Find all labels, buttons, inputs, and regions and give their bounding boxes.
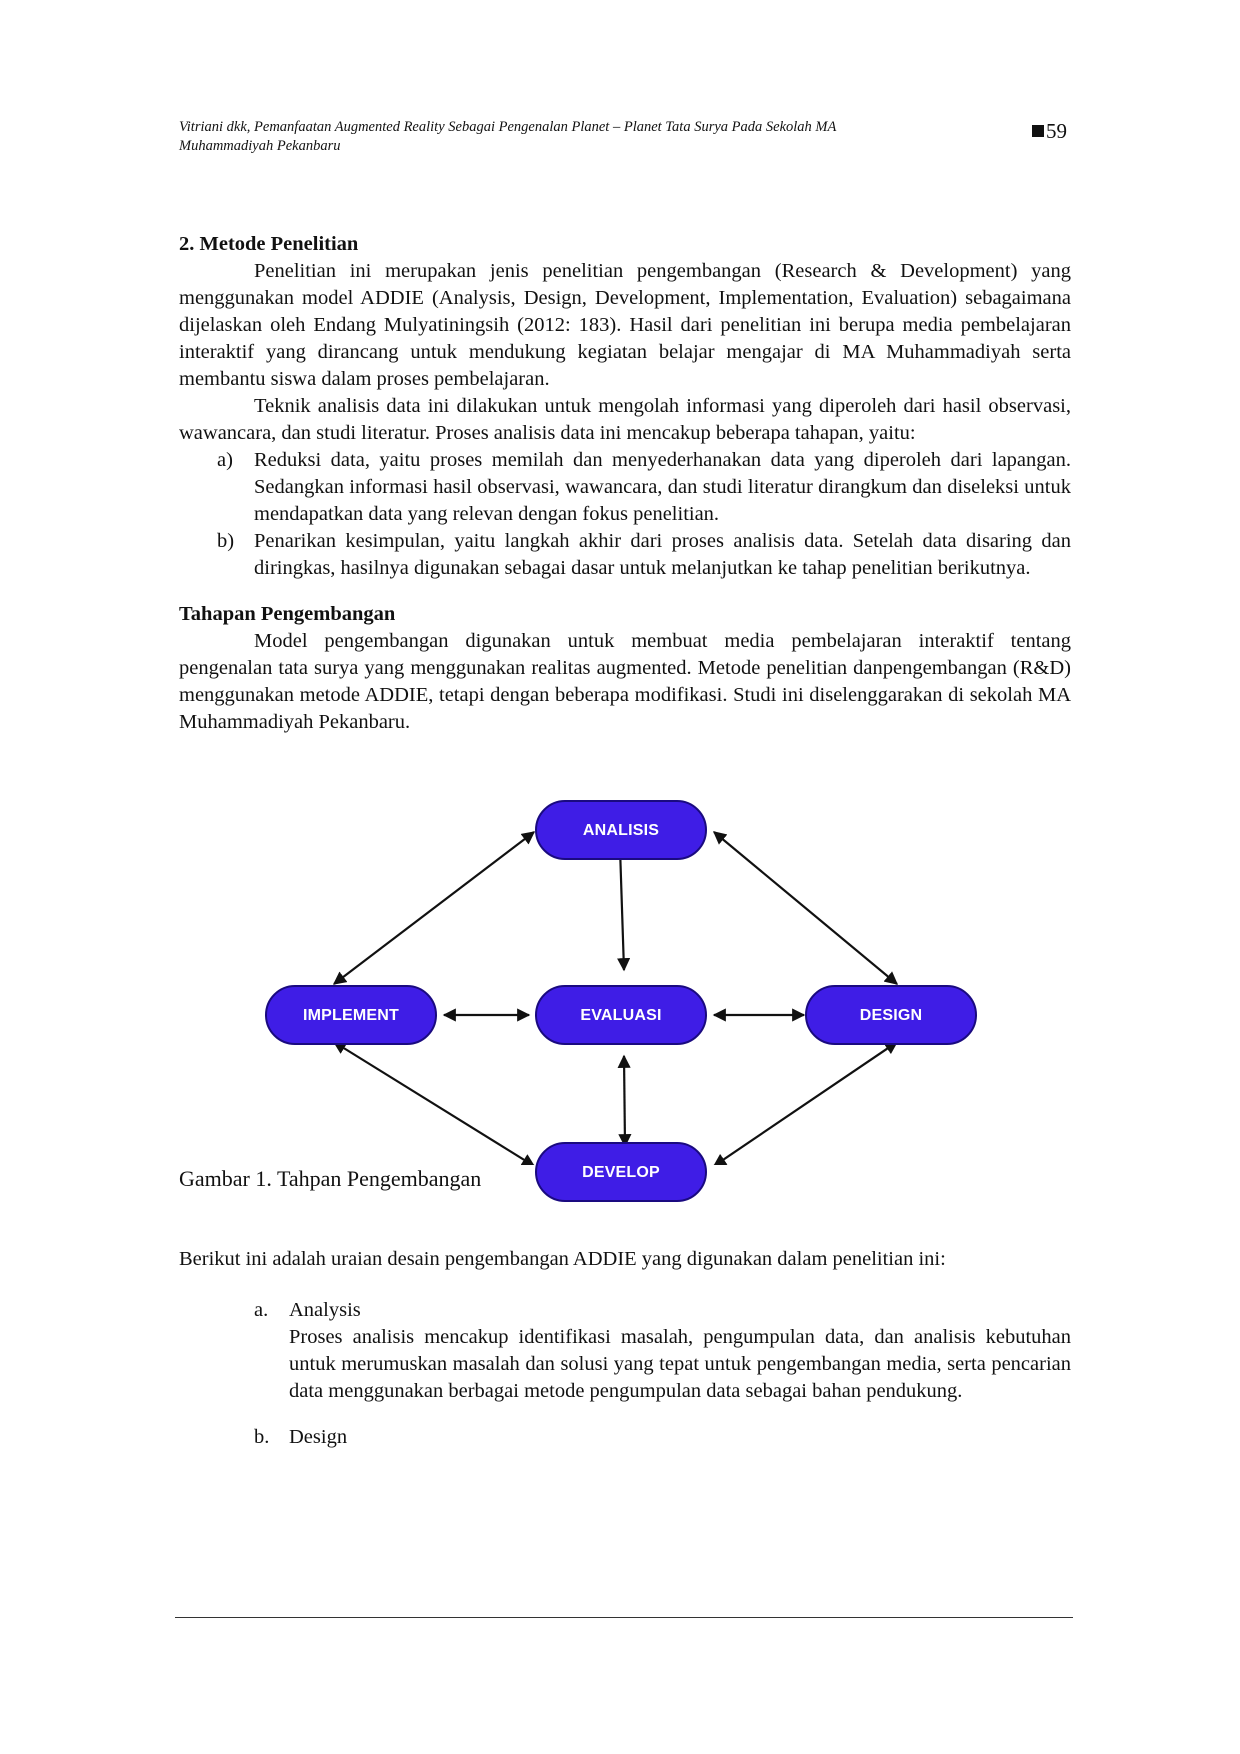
list-item-text: Proses analisis mencakup identifikasi ma… — [289, 1326, 1071, 1402]
running-header-citation: Vitriani dkk, Pemanfaatan Augmented Real… — [179, 118, 979, 156]
arrow-evaluasi-develop — [617, 1054, 632, 1148]
list-item-text: Reduksi data, yaitu proses memilah dan m… — [254, 449, 1071, 525]
node-analisis: ANALISIS — [535, 800, 707, 860]
citation-line-1: Vitriani dkk, Pemanfaatan Augmented Real… — [179, 119, 837, 135]
methods-paragraph-2: Teknik analisis data ini dilakukan untuk… — [179, 395, 1071, 444]
arrow-design-develop — [712, 1041, 899, 1165]
addie-diagram: ANALISIS IMPLEMENT EVALUASI DESIGN DEVEL… — [179, 760, 1071, 1202]
page-body: 2. Metode Penelitian Penelitian ini meru… — [179, 231, 1071, 1451]
square-bullet-icon — [1032, 125, 1044, 137]
diagram-arrows — [332, 831, 899, 1165]
analysis-steps-list: a) Reduksi data, yaitu proses memilah dan… — [179, 447, 1071, 582]
section-heading-methods: 2. Metode Penelitian — [179, 233, 359, 255]
list-marker: a. — [254, 1299, 269, 1321]
citation-line-2: Muhammadiyah Pekanbaru — [179, 138, 341, 154]
arrow-analisis-design — [712, 831, 899, 985]
methods-paragraph-1: Penelitian ini merupakan jenis penelitia… — [179, 260, 1071, 390]
section-heading-stages: Tahapan Pengembangan — [179, 603, 396, 625]
list-item-title: Design — [289, 1426, 348, 1448]
list-marker: a) — [217, 449, 233, 471]
arrow-analisis-evaluasi — [613, 846, 631, 972]
node-implement: IMPLEMENT — [265, 985, 437, 1045]
arrow-analisis-implement — [332, 831, 536, 985]
footer-rule — [175, 1617, 1073, 1618]
list-item-text: Penarikan kesimpulan, yaitu langkah akhi… — [254, 530, 1071, 579]
addie-list: a. Analysis Proses analisis mencakup ide… — [179, 1297, 1071, 1451]
stages-paragraph: Model pengembangan digunakan untuk membu… — [179, 630, 1071, 733]
page-number-value: 59 — [1046, 119, 1067, 143]
list-marker: b. — [254, 1426, 270, 1448]
addie-intro: Berikut ini adalah uraian desain pengemb… — [179, 1248, 946, 1270]
page-number: 59 — [1032, 120, 1067, 142]
node-evaluasi: EVALUASI — [535, 985, 707, 1045]
list-item: b) Penarikan kesimpulan, yaitu langkah ak… — [179, 528, 1071, 582]
figure-caption: Gambar 1. Tahpan Pengembangan — [179, 1166, 482, 1191]
arrow-implement-develop — [332, 1041, 536, 1165]
node-develop: DEVELOP — [535, 1142, 707, 1202]
list-item: a. Analysis Proses analisis mencakup ide… — [179, 1297, 1071, 1405]
list-marker: b) — [217, 530, 235, 552]
node-design: DESIGN — [805, 985, 977, 1045]
list-item: a) Reduksi data, yaitu proses memilah dan… — [179, 447, 1071, 528]
list-item-title: Analysis — [289, 1299, 361, 1321]
list-item: b. Design — [179, 1424, 1071, 1451]
